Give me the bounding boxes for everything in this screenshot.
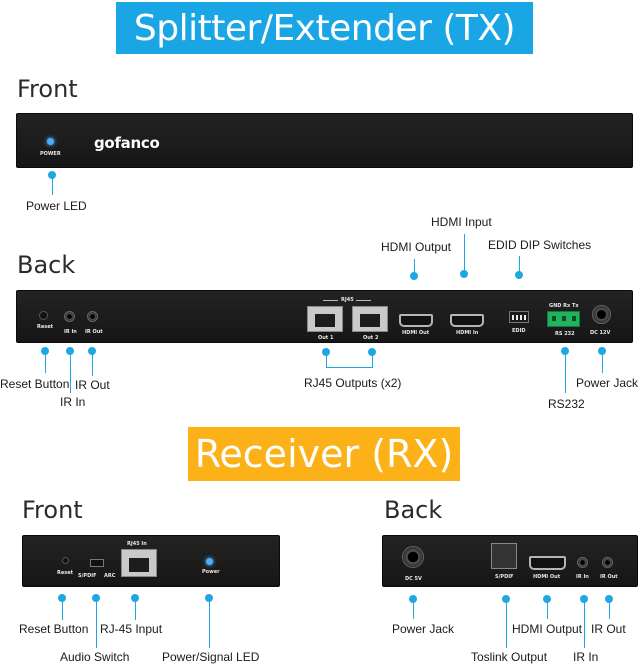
rx-ir-out-text: IR Out [600,574,618,580]
tx-rj45-out1-port [307,306,343,332]
callout-dot [48,171,56,179]
toslink-port [491,543,517,569]
callout-line [413,599,414,619]
tx-out2-text: Out 2 [363,335,379,341]
tx-banner: Splitter/Extender (TX) [116,2,533,54]
callout-line [96,598,97,648]
callout-line [45,351,46,373]
callout-line [372,352,373,367]
tx-ir-out-jack [87,311,98,322]
tx-front-panel [16,113,633,168]
callout-line [506,599,507,648]
callout-toslink-output: Toslink Output [471,650,548,664]
callout-line [547,599,548,619]
tx-reset-text: Reset [37,324,53,330]
rx-ir-in-text: IR In [576,574,589,580]
callout-line [135,598,136,620]
callout-line [565,351,566,393]
tx-hdmi-in-text: HDMI In [456,330,479,336]
rx-rj45-port [121,549,157,577]
rx-arc-text: ARC [104,573,116,579]
callout-reset-button: Reset Button [0,377,70,391]
rx-rj45-in-text: RJ45 In [127,541,147,547]
tx-front-power-text: POWER [40,151,61,157]
callout-power-led: Power LED [26,199,87,213]
callout-line [70,351,71,393]
rs232-terminal [547,311,580,327]
tx-dc-text: DC 12V [590,330,611,336]
tx-power-jack [592,305,611,324]
callout-line [326,367,373,368]
rx-power-led [206,558,213,565]
callout-rj45-input: RJ-45 Input [100,622,163,636]
tx-ir-out-text: IR Out [85,329,103,335]
callout-line [464,234,465,274]
rx-reset-text: Reset [57,570,73,576]
callout-rj45-outputs: RJ45 Outputs (x2) [304,376,402,390]
callout-dot [460,270,468,278]
callout-line [584,599,585,648]
callout-rx-reset-button: Reset Button [19,622,89,636]
callout-edid-dip: EDID DIP Switches [488,238,592,252]
tx-rj45-out2-port [352,306,388,332]
callout-hdmi-output: HDMI Output [381,240,452,254]
callout-line [62,598,63,620]
callout-rx-hdmi-output: HDMI Output [512,622,583,636]
callout-power-signal-led: Power/Signal LED [162,650,260,664]
rj45-bracket [356,300,371,301]
rx-spdif-text: S/PDIF [495,574,514,580]
tx-hdmi-in-port [450,314,484,327]
rx-front-heading: Front [22,496,83,524]
power-led [47,138,54,145]
tx-edid-text: EDID [512,328,526,334]
tx-rj45-text: RJ45 [341,297,354,303]
callout-rx-power-jack: Power Jack [392,622,455,636]
rx-reset-button-graphic [62,557,69,564]
callout-line [609,599,610,619]
rx-hdmi-out-text: HDMI Out [533,574,561,580]
tx-back-heading: Back [17,251,76,279]
callout-line [209,598,210,648]
edid-dip-switch [509,311,529,323]
gofanco-logo: gofanco [94,134,160,152]
callout-ir-out: IR Out [75,378,110,392]
callout-line [326,352,327,367]
callout-hdmi-input: HDMI Input [431,215,492,229]
rx-ir-out-jack [602,557,613,568]
tx-rs232-pins-text: GND Rx Tx [549,303,579,309]
callout-rx-ir-in: IR In [573,650,599,664]
callout-dot [515,271,523,279]
callout-line [92,351,93,376]
tx-out1-text: Out 1 [318,335,334,341]
rx-dc-text: DC 5V [405,576,422,582]
rx-ir-in-jack [577,557,588,568]
rx-power-jack [402,546,424,568]
callout-line [52,175,53,195]
callout-audio-switch: Audio Switch [60,650,130,664]
tx-hdmi-out-port [399,314,433,327]
tx-rs232-text: RS 232 [555,331,575,337]
callout-line [414,259,415,276]
tx-reset-button-graphic [39,311,48,320]
tx-ir-in-jack [64,311,75,322]
callout-dot [410,272,418,280]
callout-rx-ir-out: IR Out [591,622,626,636]
rx-hdmi-out-port [529,556,566,570]
rx-back-heading: Back [384,496,443,524]
callout-rs232: RS232 [548,397,585,411]
tx-ir-in-text: IR In [64,329,77,335]
callout-line [602,351,603,373]
callout-ir-in: IR In [60,395,86,409]
callout-power-jack: Power Jack [576,376,639,390]
rj45-bracket [323,300,338,301]
audio-switch-graphic [90,559,104,567]
tx-front-heading: Front [17,75,78,103]
rx-power-text: Power [202,569,220,575]
rx-banner: Receiver (RX) [188,427,460,481]
tx-hdmi-out-text: HDMI Out [402,330,430,336]
callout-line [519,256,520,275]
rx-spdif-text: S/PDIF [78,573,97,579]
